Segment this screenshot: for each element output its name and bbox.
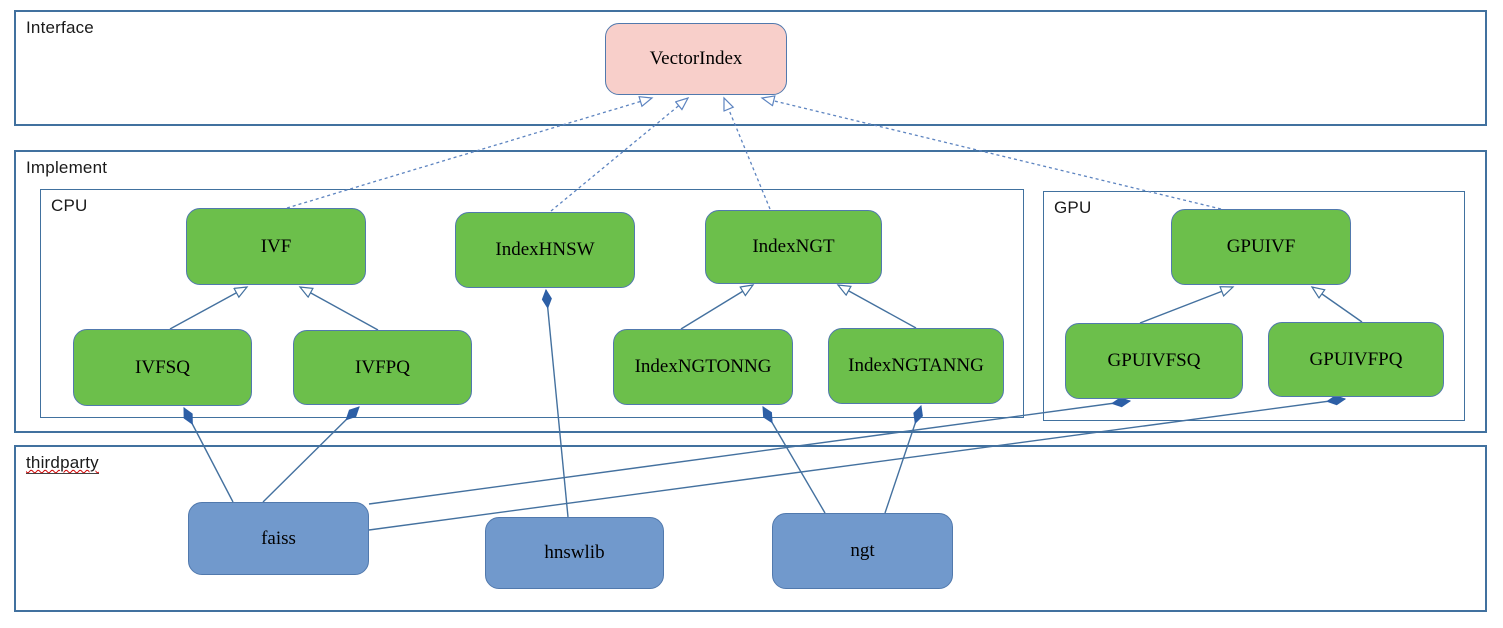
- edge-gpuivfpq-gpuivf[interactable]: [1312, 287, 1363, 323]
- edge-faiss-ivfpq[interactable]: [262, 407, 359, 503]
- group-implement[interactable]: Implement: [14, 150, 1487, 433]
- node-gpuivfsq-label: GPUIVFSQ: [1107, 350, 1201, 371]
- node-ivfpq[interactable]: IVFPQ: [293, 330, 472, 405]
- node-ivfsq-label: IVFSQ: [135, 356, 190, 378]
- node-indexngtanng-label: IndexNGTANNG: [848, 355, 984, 376]
- node-gpuivfpq[interactable]: GPUIVFPQ: [1268, 322, 1444, 397]
- node-indexhnsw-label: IndexHNSW: [495, 239, 595, 260]
- node-gpuivf[interactable]: GPUIVF: [1171, 209, 1351, 285]
- group-cpu[interactable]: CPU: [40, 189, 1024, 418]
- node-gpuivf-label: GPUIVF: [1226, 236, 1296, 257]
- node-ngt[interactable]: ngt: [772, 513, 953, 589]
- group-implement-label: Implement: [26, 158, 108, 177]
- node-hnswlib[interactable]: hnswlib: [485, 517, 664, 589]
- node-ivf[interactable]: IVF: [186, 208, 366, 285]
- edge-faiss-gpuivfsq[interactable]: [368, 401, 1130, 505]
- node-ivfpq-label: IVFPQ: [355, 356, 410, 378]
- node-faiss-label: faiss: [261, 527, 296, 549]
- group-gpu[interactable]: GPU: [1043, 191, 1465, 421]
- node-gpuivfsq[interactable]: GPUIVFSQ: [1065, 323, 1243, 399]
- edge-indexhnsw-vectorindex[interactable]: [550, 98, 688, 212]
- node-indexngt[interactable]: IndexNGT: [705, 210, 882, 284]
- group-thirdparty-label: thirdparty: [26, 453, 99, 474]
- edge-ivf-vectorindex[interactable]: [286, 98, 652, 209]
- group-interface[interactable]: Interface: [14, 10, 1487, 126]
- edge-faiss-ivfsq[interactable]: [183, 408, 234, 503]
- node-indexngtanng[interactable]: IndexNGTANNG: [828, 328, 1004, 404]
- group-cpu-label: CPU: [51, 196, 88, 215]
- edge-indexngtonng-indexngt[interactable]: [680, 285, 753, 330]
- node-ivf-label: IVF: [260, 235, 292, 257]
- edge-ngt-indexngtonng[interactable]: [762, 407, 826, 514]
- node-indexngtonng-label: IndexNGTONNG: [634, 356, 772, 377]
- group-gpu-label: GPU: [1054, 198, 1092, 217]
- node-hnswlib-label: hnswlib: [544, 542, 605, 563]
- node-ngt-label: ngt: [850, 540, 875, 561]
- edge-hnswlib-indexhnsw[interactable]: [546, 290, 569, 518]
- node-indexngt-label: IndexNGT: [752, 236, 835, 257]
- node-indexngtonng[interactable]: IndexNGTONNG: [613, 329, 793, 405]
- node-indexhnsw[interactable]: IndexHNSW: [455, 212, 635, 288]
- edge-ivfsq-ivf[interactable]: [169, 287, 247, 330]
- node-faiss[interactable]: faiss: [188, 502, 369, 575]
- group-thirdparty[interactable]: thirdparty: [14, 445, 1487, 612]
- node-gpuivfpq-label: GPUIVFPQ: [1309, 348, 1403, 370]
- node-vectorindex-label: VectorIndex: [649, 48, 743, 69]
- edge-gpuivf-vectorindex[interactable]: [762, 98, 1222, 210]
- group-interface-label: Interface: [26, 18, 94, 37]
- node-vectorindex[interactable]: VectorIndex: [605, 23, 787, 95]
- edge-indexngt-vectorindex[interactable]: [724, 98, 771, 210]
- edge-ngt-indexngtanng[interactable]: [884, 406, 921, 514]
- edge-gpuivfsq-gpuivf[interactable]: [1139, 287, 1233, 324]
- edge-indexngtanng-indexngt[interactable]: [838, 285, 917, 329]
- edge-faiss-gpuivfpq[interactable]: [368, 399, 1345, 531]
- node-ivfsq[interactable]: IVFSQ: [73, 329, 252, 406]
- edge-ivfpq-ivf[interactable]: [300, 287, 379, 331]
